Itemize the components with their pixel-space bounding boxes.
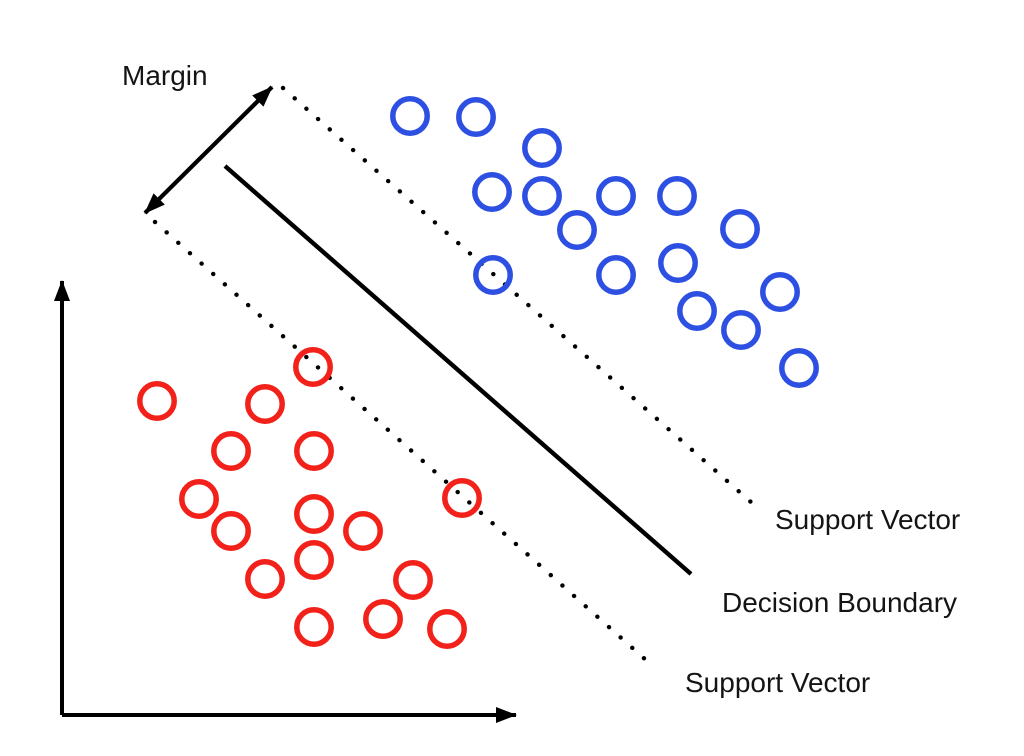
- data-point-red: [294, 431, 334, 471]
- data-point-blue: [658, 243, 698, 283]
- data-point-blue: [390, 96, 430, 136]
- data-point-red: [211, 511, 251, 551]
- data-point-red: [363, 599, 403, 639]
- data-point-blue: [557, 210, 597, 250]
- lines-layer: [54, 85, 755, 723]
- data-point-blue: [472, 172, 512, 212]
- support-vector-bottom-label: Support Vector: [685, 667, 870, 698]
- data-point-red: [137, 381, 177, 421]
- data-point-red: [245, 559, 285, 599]
- support-vector-point-blue: [473, 255, 513, 295]
- data-point-blue: [720, 209, 760, 249]
- data-point-blue: [657, 176, 697, 216]
- data-point-blue: [522, 176, 562, 216]
- data-points-layer: [137, 96, 819, 649]
- decision-boundary-line: [223, 164, 693, 576]
- data-point-red: [294, 540, 334, 580]
- data-point-red: [294, 494, 334, 534]
- support-vector-point-red: [442, 478, 482, 518]
- decision-boundary-label: Decision Boundary: [722, 587, 957, 618]
- data-point-blue: [456, 97, 496, 137]
- data-point-red: [393, 560, 433, 600]
- data-point-blue: [760, 272, 800, 312]
- data-point-red: [427, 609, 467, 649]
- support-vector-lower-line: [152, 219, 650, 664]
- data-point-red: [294, 607, 334, 647]
- data-point-blue: [596, 255, 636, 295]
- margin-label: Margin: [122, 60, 208, 91]
- data-point-blue: [522, 128, 562, 168]
- data-point-blue: [721, 310, 761, 350]
- data-point-blue: [779, 348, 819, 388]
- data-point-blue: [596, 176, 636, 216]
- margin-arrow-line: [143, 85, 274, 215]
- labels-layer: Margin Support Vector Decision Boundary …: [122, 60, 960, 698]
- data-point-blue: [677, 291, 717, 331]
- data-point-red: [211, 431, 251, 471]
- support-vector-upper-line: [280, 85, 755, 506]
- support-vector-point-red: [293, 347, 333, 387]
- data-point-red: [245, 384, 285, 424]
- data-point-red: [343, 511, 383, 551]
- data-point-red: [179, 479, 219, 519]
- support-vector-top-label: Support Vector: [775, 504, 960, 535]
